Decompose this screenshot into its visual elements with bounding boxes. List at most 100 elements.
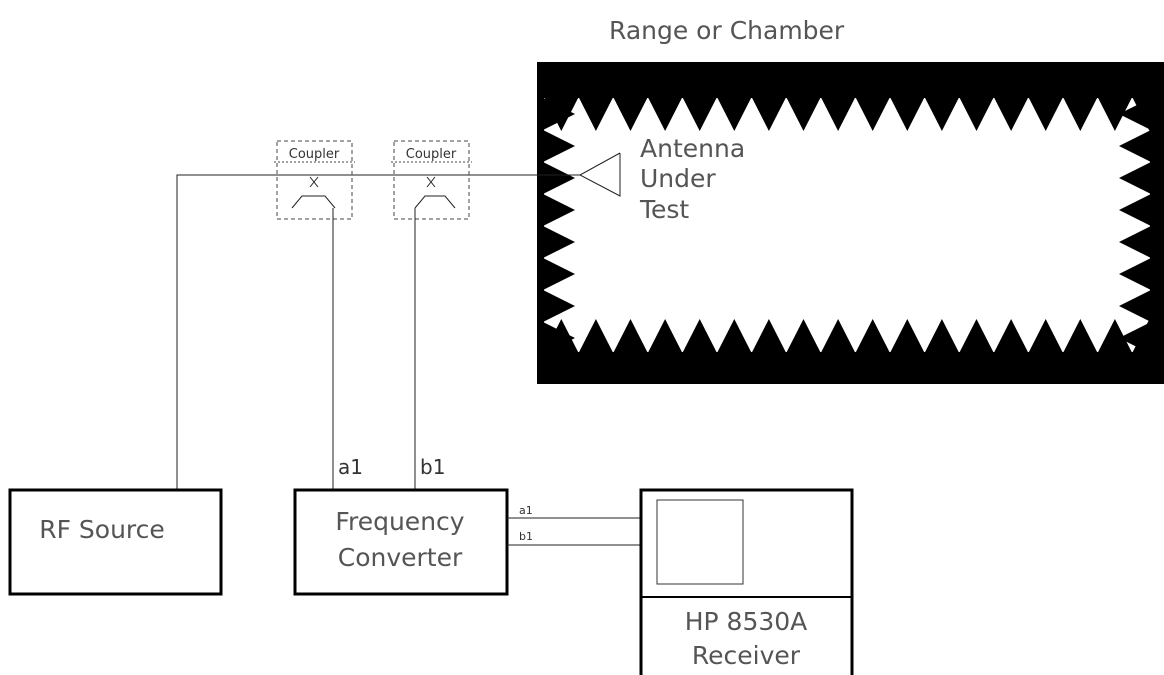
absorber-left-cone <box>543 226 575 258</box>
receiver-box <box>639 488 854 675</box>
coupler-2-cross-icon <box>426 176 436 188</box>
absorber-bottom-cone <box>647 319 683 353</box>
absorber-top <box>613 70 648 98</box>
absorber-right-cone <box>1119 258 1151 290</box>
rf-source-box <box>8 488 223 596</box>
antenna-under-test-icon <box>578 152 621 197</box>
absorber-bottom-cone <box>578 319 614 353</box>
absorber-top <box>578 70 614 98</box>
port-a1-label: a1 <box>338 455 363 479</box>
absorber-top-cone <box>578 97 614 131</box>
absorber-top <box>820 70 856 98</box>
antenna-label-line2: Under <box>640 164 716 193</box>
absorber-top-cone <box>924 97 960 131</box>
receiver-unit <box>639 488 854 675</box>
range-chamber <box>537 62 1164 384</box>
cable-b1-label: b1 <box>519 530 533 543</box>
absorber-top-cone <box>959 97 994 131</box>
absorber-right-cone <box>1119 162 1151 194</box>
coupler-2-label: Coupler <box>406 147 457 162</box>
coupler-2 <box>391 140 472 220</box>
absorber-left-cone <box>543 290 575 322</box>
coupler-2-box <box>393 140 470 220</box>
absorber-top <box>717 70 752 98</box>
absorber-top <box>1028 70 1063 98</box>
absorber-top-cone <box>1063 97 1098 131</box>
receiver-label-line1: HP 8530A <box>685 607 808 636</box>
absorber-bottom-cone <box>717 319 752 353</box>
converter-label-line2: Converter <box>338 543 463 572</box>
absorber-bottom-cone <box>751 319 787 353</box>
absorber-bottom-cone <box>924 319 960 353</box>
absorber-top <box>890 70 925 98</box>
absorber-top <box>924 70 960 98</box>
rf-feed-line <box>176 174 580 490</box>
absorber-top <box>1063 70 1098 98</box>
absorber-right-cone <box>1119 98 1151 130</box>
converter-label-line1: Frequency <box>335 507 464 536</box>
absorber-right-cone <box>1119 322 1151 354</box>
absorber-top <box>647 70 683 98</box>
absorber-top <box>855 70 890 98</box>
absorber-left-cone <box>543 258 575 290</box>
chamber-title: Range or Chamber <box>609 16 845 45</box>
absorber-bottom-cone <box>786 319 821 353</box>
absorber-bottom-cone <box>890 319 925 353</box>
cable-a1-label: a1 <box>519 504 533 517</box>
absorber-left-cone <box>543 130 575 162</box>
absorber-right-cone <box>1119 130 1151 162</box>
absorber-bottom-cone <box>959 319 994 353</box>
antenna-label-line1: Antenna <box>640 134 745 163</box>
absorber-left-cone <box>543 98 575 130</box>
absorber-top-cone <box>820 97 856 131</box>
absorber-top <box>751 70 787 98</box>
absorber-bottom-cone <box>613 319 648 353</box>
absorber-left-cone <box>543 194 575 226</box>
coupler-1 <box>274 140 355 220</box>
absorber-bottom-cone <box>1028 319 1063 353</box>
absorber-bottom-cone <box>993 319 1029 353</box>
absorber-bottom-cone <box>1097 319 1133 353</box>
antenna-label-line3: Test <box>639 195 689 224</box>
absorber-top-cone <box>682 97 717 131</box>
frequency-converter-box <box>293 488 509 596</box>
absorber-top <box>1132 70 1164 98</box>
coupler-2-arm-icon <box>414 195 456 209</box>
absorber-right-cone <box>1119 226 1151 258</box>
absorber-cones <box>543 70 1164 354</box>
absorber-top-cone <box>786 97 821 131</box>
coupler-1-arm-icon <box>291 195 336 209</box>
absorber-right-cone <box>1119 194 1151 226</box>
absorber-bottom-cone <box>682 319 717 353</box>
absorber-top <box>1097 70 1133 98</box>
absorber-top <box>959 70 994 98</box>
receiver-display-icon <box>656 499 744 585</box>
absorber-bottom-cone <box>820 319 856 353</box>
port-b1-label: b1 <box>420 455 445 479</box>
absorber-left-cone <box>543 162 575 194</box>
chamber-interior <box>544 98 1150 352</box>
absorber-top <box>682 70 717 98</box>
coupler-1-cross-icon <box>309 176 319 188</box>
absorber-top-cone <box>1028 97 1063 131</box>
absorber-top-cone <box>751 97 787 131</box>
absorber-top-cone <box>647 97 683 131</box>
rf-source-label: RF Source <box>39 515 165 544</box>
absorber-top <box>544 70 579 98</box>
absorber-bottom-cone <box>855 319 890 353</box>
absorber-top-cone <box>1097 97 1133 131</box>
receiver-label-line2: Receiver <box>692 641 801 670</box>
absorber-top-cone <box>993 97 1029 131</box>
coupler-1-box <box>276 140 353 220</box>
absorber-top-cone <box>717 97 752 131</box>
coupler-1-label: Coupler <box>289 147 340 162</box>
absorber-top <box>786 70 821 98</box>
absorber-top-cone <box>613 97 648 131</box>
absorber-top-cone <box>855 97 890 131</box>
absorber-top-cone <box>890 97 925 131</box>
absorber-left-cone <box>543 322 575 354</box>
absorber-right-cone <box>1119 290 1151 322</box>
absorber-bottom-cone <box>1063 319 1098 353</box>
absorber-top <box>993 70 1029 98</box>
